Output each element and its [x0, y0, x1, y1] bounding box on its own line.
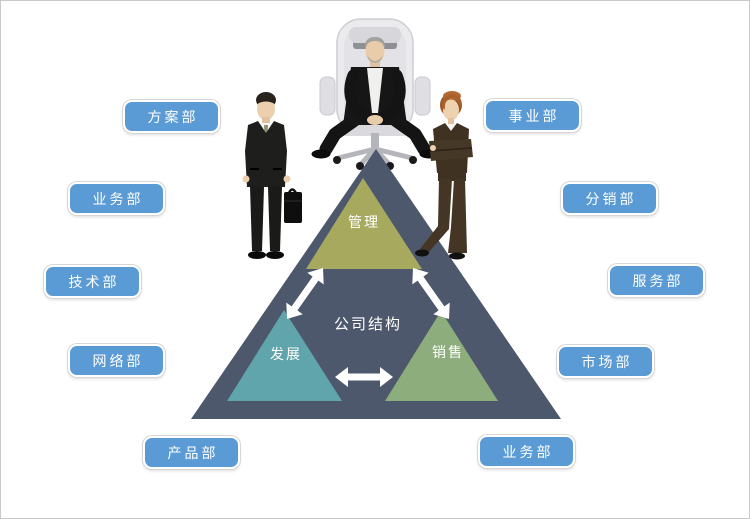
management-label: 管理 — [348, 214, 380, 230]
businesswoman-illustration — [415, 91, 473, 260]
executive-beard — [367, 55, 383, 63]
briefcase-handle — [287, 188, 298, 194]
development-triangle — [227, 310, 342, 401]
businesswoman-pants — [420, 179, 452, 253]
pyramid-group: 管理 发展 销售 公司结构 — [191, 149, 561, 419]
businessman-face — [257, 98, 275, 120]
sales-triangle — [385, 311, 498, 401]
development-label: 发展 — [270, 346, 302, 362]
briefcase — [284, 192, 302, 223]
arrow-development-sales — [335, 367, 393, 387]
dept-button-product[interactable]: 产品部 — [143, 436, 240, 469]
dept-button-plan[interactable]: 方案部 — [123, 100, 220, 133]
management-triangle — [306, 178, 422, 269]
businessman-jacket — [245, 121, 266, 187]
sales-label: 销售 — [432, 344, 464, 360]
executive-in-chair-illustration — [311, 18, 439, 170]
arrow-management-sales — [412, 268, 450, 319]
executive-face — [365, 38, 385, 64]
dept-button-marketing[interactable]: 市场部 — [557, 345, 654, 378]
businesswoman-face — [443, 99, 459, 121]
businessman-pants — [250, 187, 264, 251]
executive-hands — [367, 115, 383, 125]
dept-button-distribution[interactable]: 分销部 — [561, 182, 658, 215]
businesswoman-shirt — [445, 124, 457, 134]
dept-button-enterprise[interactable]: 事业部 — [484, 99, 581, 132]
dept-button-service[interactable]: 服务部 — [608, 264, 705, 297]
executive-hair — [364, 37, 386, 49]
dept-button-business-right[interactable]: 业务部 — [478, 435, 575, 468]
dept-button-business-left[interactable]: 业务部 — [68, 182, 165, 215]
businessman-illustration — [242, 92, 302, 259]
arrow-management-development — [286, 268, 324, 319]
center-title: 公司结构 — [334, 316, 402, 333]
dept-button-technology[interactable]: 技术部 — [44, 265, 141, 298]
dept-button-network[interactable]: 网络部 — [68, 344, 165, 377]
